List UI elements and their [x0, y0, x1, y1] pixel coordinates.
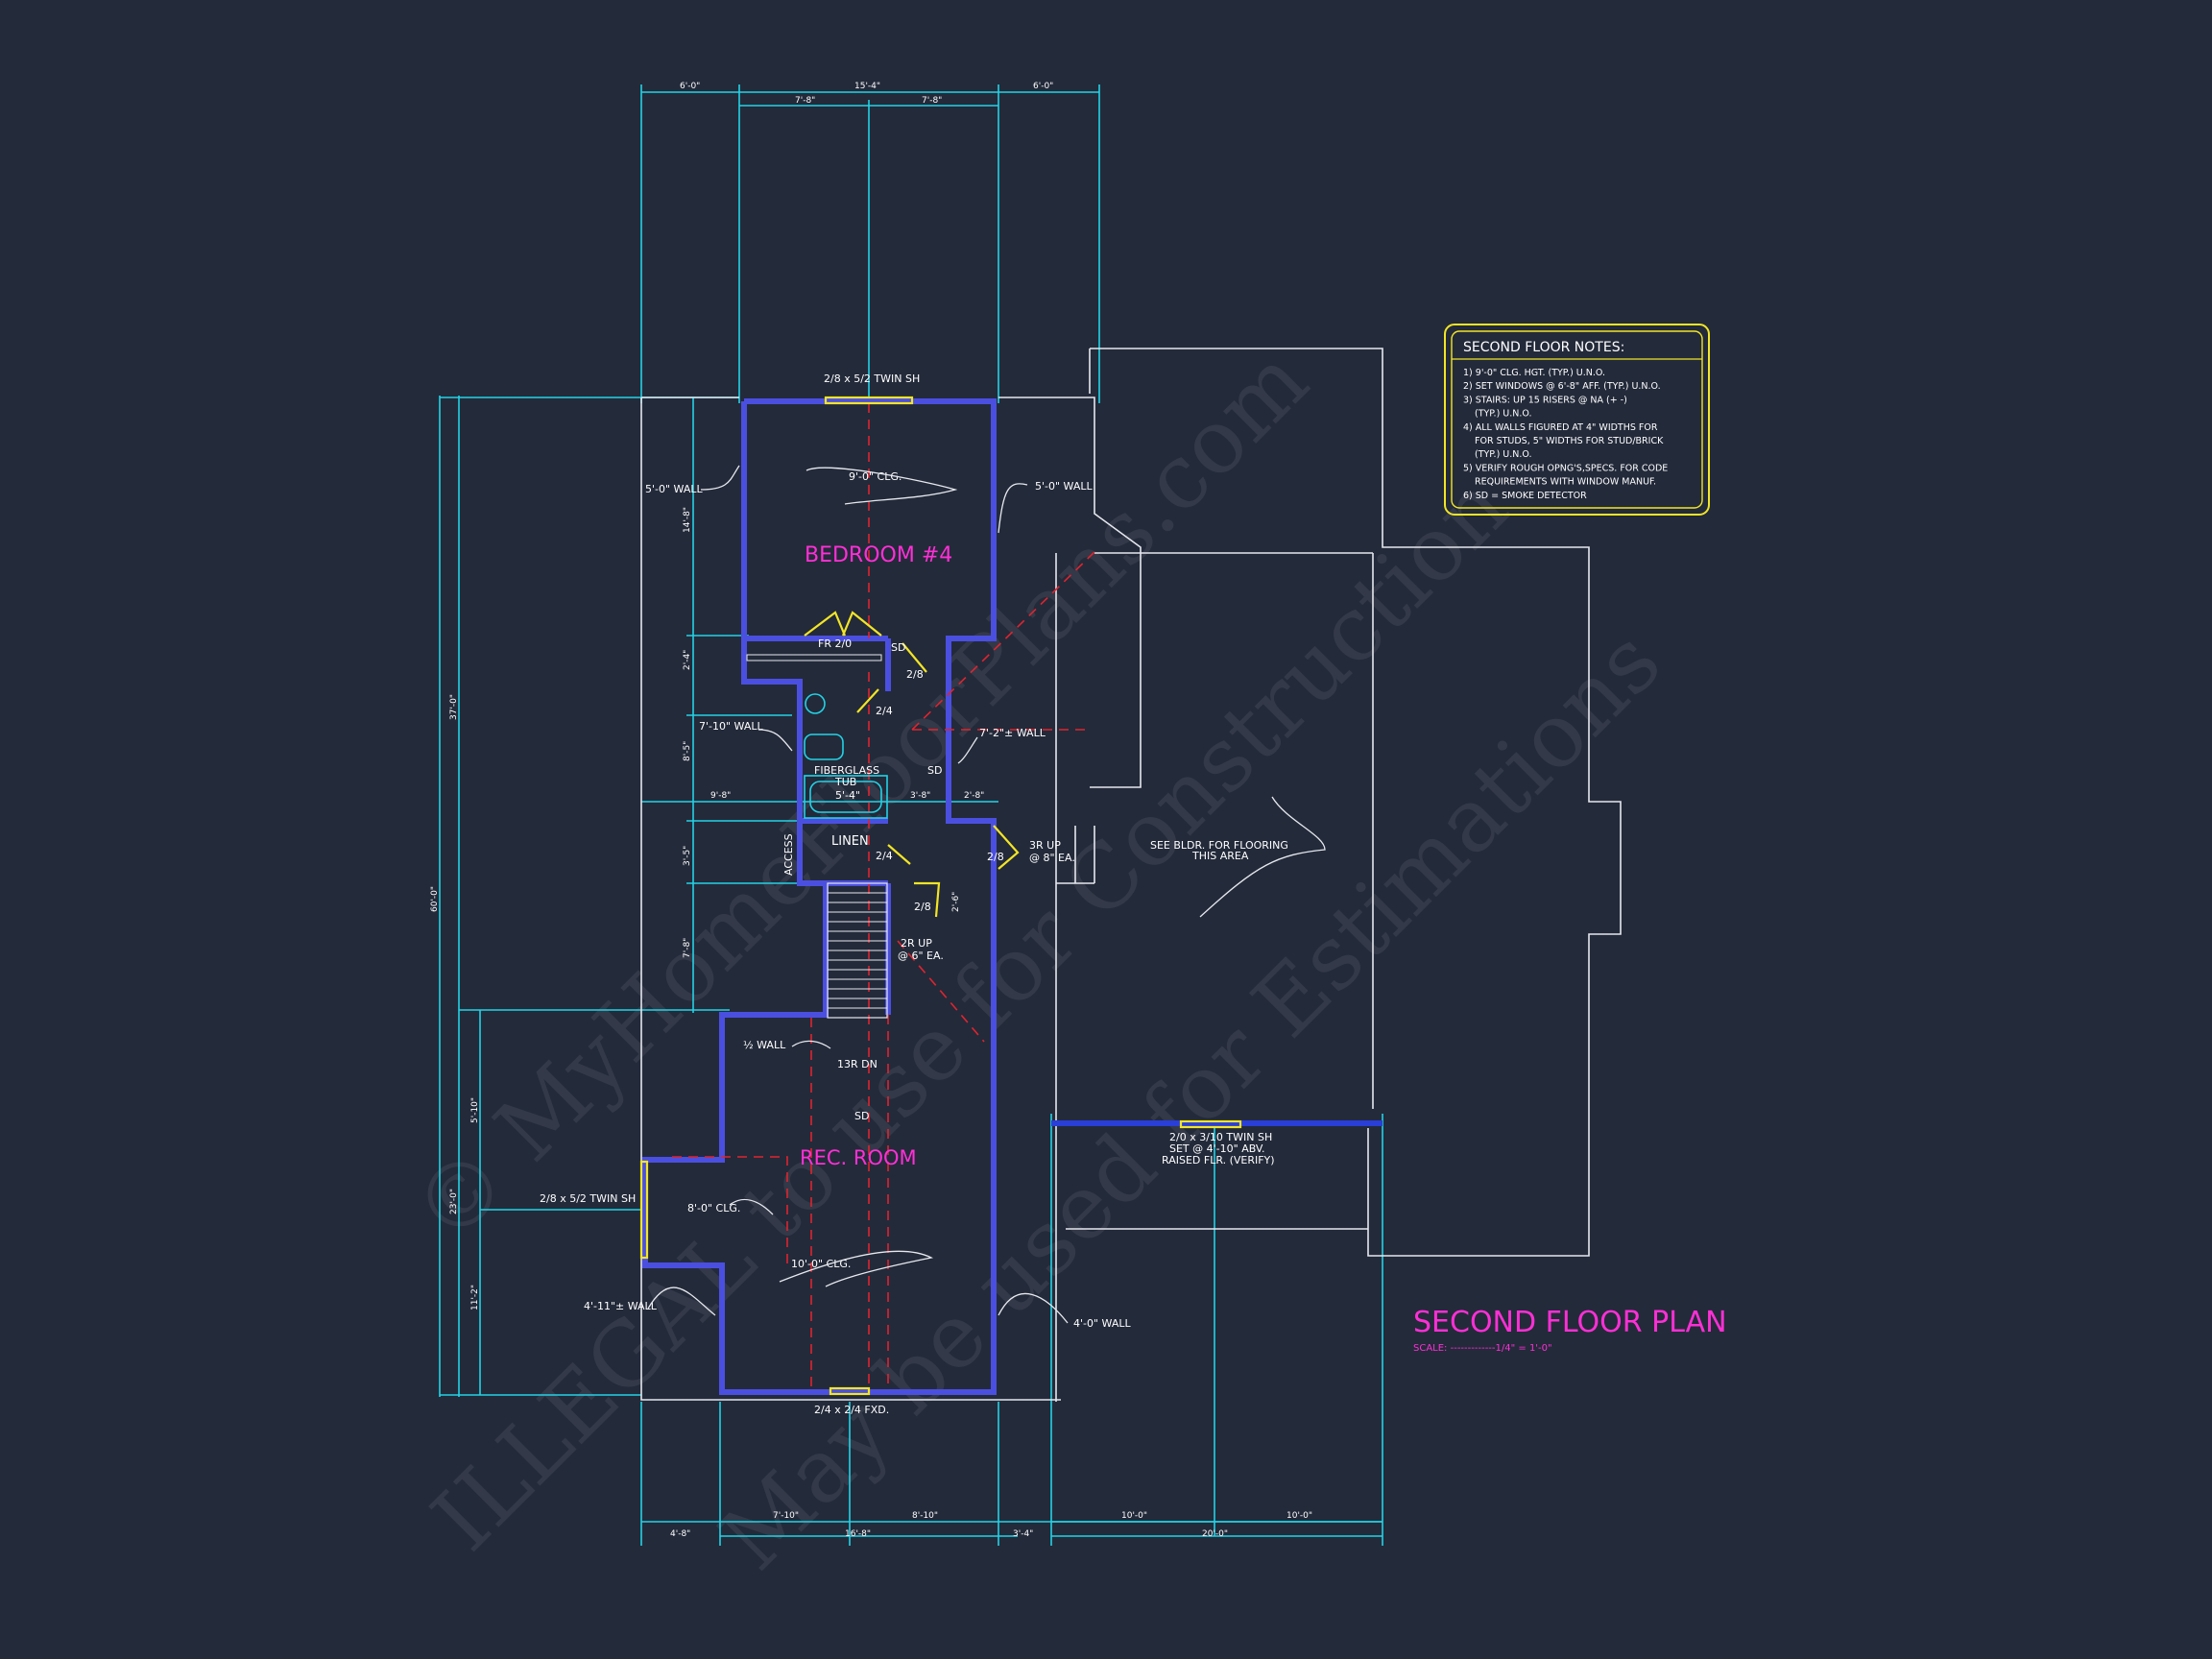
- ceiling-lines: [672, 403, 1095, 1387]
- dimension-lines: [439, 84, 1383, 1546]
- note-line: 4) ALL WALLS FIGURED AT 4" WIDTHS FOR: [1463, 422, 1658, 433]
- room-linen: LINEN: [831, 834, 869, 849]
- note-line: 3) STAIRS: UP 15 RISERS @ NA (+ -): [1463, 395, 1627, 405]
- smoke-detector-3: SD: [854, 1110, 869, 1122]
- dim-bot-2: 7'-10": [773, 1511, 799, 1521]
- walls: [642, 398, 1382, 1395]
- wall-label-left: 5'-0" WALL: [645, 483, 703, 495]
- plan-title: SECOND FLOOR PLAN: [1413, 1306, 1727, 1339]
- ceiling-10: 10'-0" CLG.: [791, 1258, 851, 1270]
- door-label-28a: 2/8: [906, 668, 924, 681]
- note-line: FOR STUDS, 5" WIDTHS FOR STUD/BRICK: [1475, 436, 1664, 446]
- wall-label-411: 4'-11"± WALL: [584, 1300, 658, 1312]
- big-window-label-3: RAISED FLR. (VERIFY): [1162, 1154, 1275, 1166]
- ceiling-8: 8'-0" CLG.: [687, 1202, 740, 1214]
- dim-top-5: 7'-8": [922, 96, 942, 106]
- door-label-28c: 2/8: [914, 901, 931, 913]
- riser-2-up: 2R UP: [901, 937, 932, 950]
- wall-label-710: 7'-10" WALL: [699, 720, 763, 733]
- access-label: ACCESS: [782, 833, 795, 876]
- tub-dimension: 5'-4": [835, 789, 860, 802]
- notes-box: [1444, 324, 1710, 516]
- dim-bot-5: 3'-4": [1013, 1529, 1033, 1539]
- ceiling-bedroom: 9'-0" CLG.: [849, 470, 902, 483]
- note-line: 6) SD = SMOKE DETECTOR: [1463, 491, 1587, 501]
- dimension-text: 6'-0" 15'-4" 6'-0" 7'-8" 7'-8" 60'-0" 37…: [430, 82, 1312, 1539]
- bathroom-fixtures: [746, 654, 888, 819]
- note-line: (TYP.) U.N.O.: [1475, 409, 1532, 420]
- dim-l-7: 7'-8": [683, 938, 692, 958]
- dim-left-37: 37'-0": [449, 694, 459, 720]
- notes-text: SECOND FLOOR NOTES: 1) 9'-0" CLG. HGT. (…: [1463, 340, 1668, 501]
- dim-l-11: 11'-2": [470, 1285, 480, 1310]
- dim-l-3: 3'-5": [683, 846, 692, 866]
- smoke-detector-2: SD: [927, 764, 942, 777]
- note-line: REQUIREMENTS WITH WINDOW MANUF.: [1475, 477, 1656, 488]
- note-line: 5) VERIFY ROUGH OPNG'S,SPECS. FOR CODE: [1463, 463, 1668, 473]
- room-rec-room: REC. ROOM: [800, 1146, 917, 1169]
- dim-l-2: 2'-4": [683, 650, 692, 670]
- dim-mid-3: 3'-8": [910, 791, 930, 801]
- riser-2-each: @ 6" EA.: [898, 950, 944, 962]
- window-top-label: 2/8 x 5/2 TWIN SH: [824, 373, 920, 385]
- dim-top-3: 6'-0": [1033, 82, 1053, 91]
- big-window-label-2: SET @ 4'-10" ABV.: [1169, 1142, 1265, 1155]
- note-line: (TYP.) U.N.O.: [1475, 449, 1532, 460]
- stairs-down-label: 13R DN: [837, 1058, 878, 1070]
- plan-scale: SCALE: -------------1/4" = 1'-0": [1413, 1343, 1552, 1354]
- bottom-window-label: 2/4 x 2/4 FXD.: [814, 1404, 889, 1416]
- tub-label-2: TUB: [834, 776, 856, 788]
- leader-lines: [647, 465, 1326, 1324]
- door-label-28b: 2/8: [987, 851, 1004, 863]
- dim-mid-2: 2'-8": [964, 791, 984, 801]
- dim-mid-2b: 2'-6": [951, 892, 961, 912]
- door-label-24a: 2/4: [876, 705, 893, 717]
- dim-bot-4: 8'-10": [912, 1511, 938, 1521]
- dim-left-23: 23'-0": [449, 1189, 459, 1214]
- dim-l-8: 8'-5": [683, 741, 692, 761]
- dim-left-total: 60'-0": [430, 886, 440, 912]
- wall-label-4: 4'-0" WALL: [1073, 1317, 1131, 1330]
- dim-top-1: 6'-0": [680, 82, 700, 91]
- room-bedroom-4: BEDROOM #4: [805, 543, 952, 567]
- note-line: 1) 9'-0" CLG. HGT. (TYP.) U.N.O.: [1463, 368, 1605, 378]
- fr-label: FR 2/0: [818, 637, 852, 650]
- dim-top-4: 7'-8": [795, 96, 815, 106]
- dim-bot-7: 20'-0": [1202, 1529, 1228, 1539]
- dim-bot-3: 16'-8": [845, 1529, 871, 1539]
- big-window-label-1: 2/0 x 3/10 TWIN SH: [1169, 1131, 1272, 1143]
- left-window-label: 2/8 x 5/2 TWIN SH: [540, 1192, 636, 1205]
- dim-mid-9: 9'-8": [710, 791, 731, 801]
- see-builder-2: THIS AREA: [1191, 850, 1249, 862]
- windows-doors: [639, 396, 1242, 1396]
- dim-l-5: 5'-10": [470, 1097, 480, 1123]
- dim-l-14: 14'-8": [683, 507, 692, 533]
- half-wall-label: ½ WALL: [743, 1039, 786, 1051]
- riser-3-each: @ 8" EA.: [1029, 852, 1075, 864]
- smoke-detector-1: SD: [891, 641, 905, 654]
- dim-bot-1: 4'-8": [670, 1529, 690, 1539]
- riser-3-up: 3R UP: [1029, 839, 1061, 852]
- notes-heading: SECOND FLOOR NOTES:: [1463, 340, 1624, 355]
- dim-bot-6: 10'-0": [1121, 1511, 1147, 1521]
- see-builder-1: SEE BLDR. FOR FLOORING: [1150, 839, 1288, 852]
- stairs: [827, 882, 888, 1019]
- dim-top-2: 15'-4": [854, 82, 880, 91]
- note-line: 2) SET WINDOWS @ 6'-8" AFF. (TYP.) U.N.O…: [1463, 381, 1661, 392]
- door-label-24b: 2/4: [876, 850, 893, 862]
- wall-label-72: 7'-2"± WALL: [979, 727, 1046, 739]
- outline-lines: [640, 348, 1622, 1402]
- wall-label-right: 5'-0" WALL: [1035, 480, 1093, 493]
- dim-bot-8: 10'-0": [1286, 1511, 1312, 1521]
- tub-label-1: FIBERGLASS: [814, 764, 879, 777]
